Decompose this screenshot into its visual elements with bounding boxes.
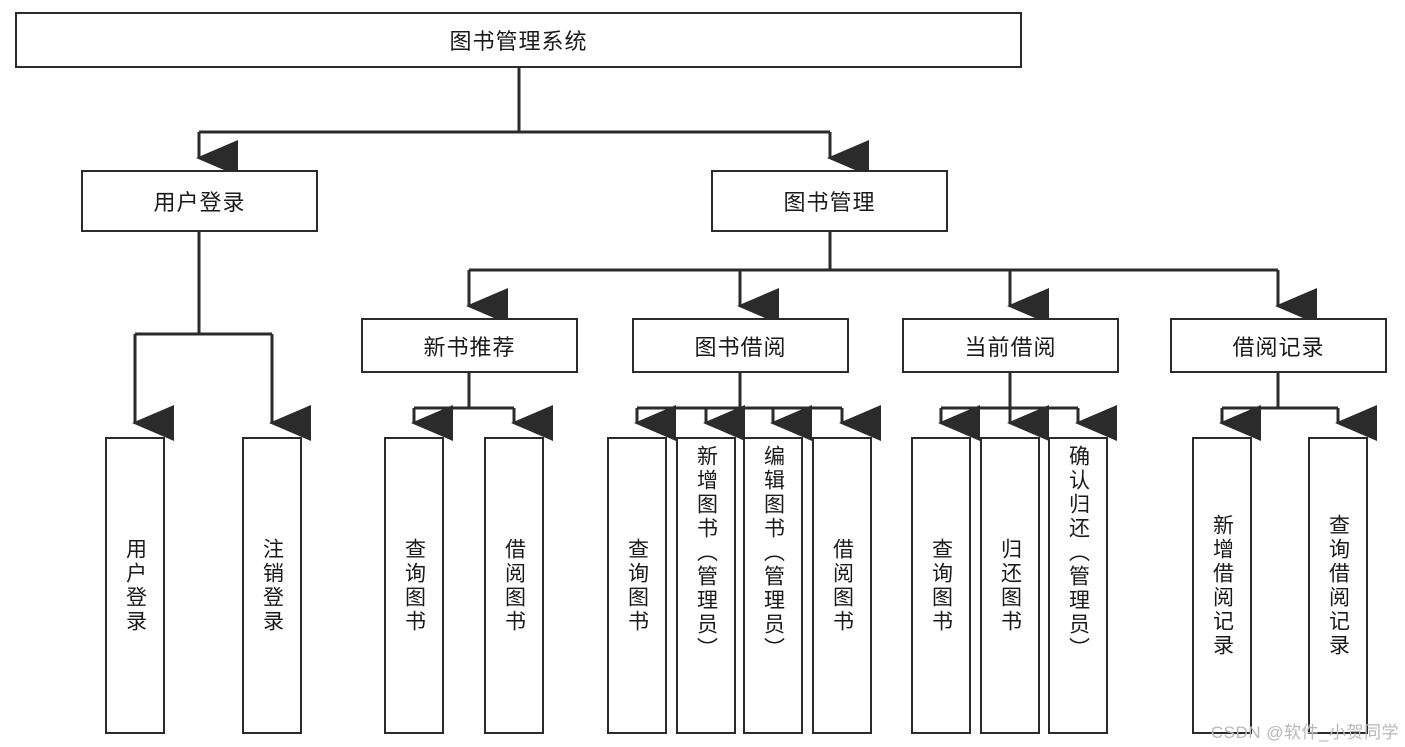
node-label: 图书借阅 [694,334,787,360]
node-label: 查询图书 [929,537,953,634]
node-label: 借阅记录 [1232,334,1325,360]
node-user-login[interactable]: 用户登录 [81,170,318,232]
leaf-confirm-return-admin[interactable]: 确认归还（管理员） [1048,437,1108,734]
leaf-add-borrow-record[interactable]: 新增借阅记录 [1192,437,1252,734]
node-label: 借阅图书 [502,537,526,634]
node-label: 图书管理系统 [449,29,588,54]
leaf-query-book-recommend[interactable]: 查询图书 [384,437,444,734]
node-label: 图书管理 [783,190,876,215]
leaf-user-login[interactable]: 用户登录 [105,437,165,734]
leaf-borrow-book-recommend[interactable]: 借阅图书 [484,437,544,734]
leaf-return-book[interactable]: 归还图书 [980,437,1040,734]
node-borrow-record[interactable]: 借阅记录 [1170,318,1387,373]
node-label: 当前借阅 [964,334,1057,360]
leaf-query-borrow-record[interactable]: 查询借阅记录 [1308,437,1368,734]
node-label: 查询借阅记录 [1326,513,1350,658]
node-book-borrow[interactable]: 图书借阅 [632,318,849,373]
node-label: 编辑图书（管理员） [761,445,785,661]
node-label: 新增图书（管理员） [694,445,718,661]
leaf-query-book-borrow[interactable]: 查询图书 [607,437,667,734]
node-label: 查询图书 [402,537,426,634]
node-label: 归还图书 [998,537,1022,634]
leaf-borrow-book[interactable]: 借阅图书 [812,437,872,734]
node-label: 注销登录 [260,537,284,634]
csdn-watermark: CSDN @软件_小贺同学 [1210,723,1399,742]
node-label: 借阅图书 [830,537,854,634]
node-label: 用户登录 [123,537,147,634]
node-label: 查询图书 [625,537,649,634]
leaf-edit-book-admin[interactable]: 编辑图书（管理员） [743,437,803,734]
leaf-logout[interactable]: 注销登录 [242,437,302,734]
node-book-management[interactable]: 图书管理 [711,170,948,232]
node-label: 用户登录 [153,190,246,215]
node-label: 确认归还（管理员） [1066,445,1090,661]
node-new-book-recommend[interactable]: 新书推荐 [361,318,578,373]
leaf-add-book-admin[interactable]: 新增图书（管理员） [676,437,736,734]
node-root-book-management-system[interactable]: 图书管理系统 [15,12,1022,68]
node-label: 新增借阅记录 [1210,513,1234,658]
node-label: 新书推荐 [423,334,516,360]
leaf-query-book-current[interactable]: 查询图书 [911,437,971,734]
node-current-borrow[interactable]: 当前借阅 [902,318,1119,373]
